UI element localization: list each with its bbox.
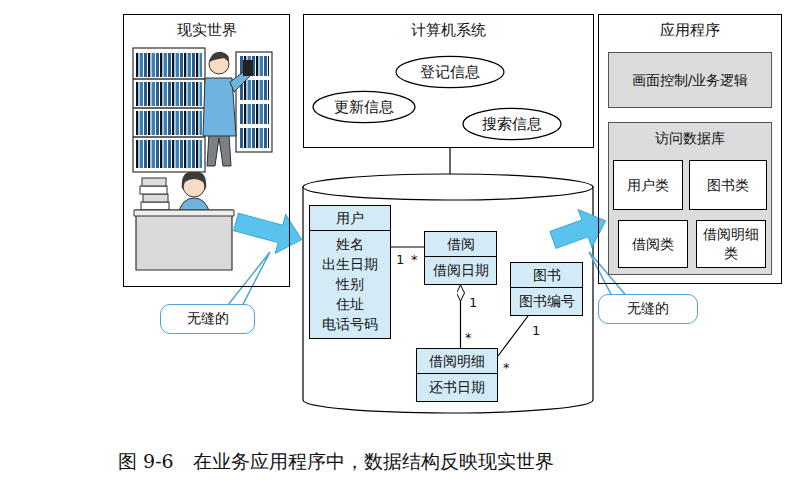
node-label: 无缝的 — [627, 300, 669, 318]
entity-attributes: 图书编号 — [511, 288, 582, 315]
class-box: 借阅类 — [618, 220, 688, 268]
desk — [134, 210, 234, 270]
entity-name: 借阅明细 — [419, 352, 495, 370]
flow-arrow — [231, 203, 307, 259]
librarian — [178, 172, 210, 214]
bookshelf-left — [133, 48, 205, 172]
person-standing — [203, 52, 253, 166]
callout-bubble: 无缝的 — [160, 304, 255, 334]
system-db-link — [449, 148, 450, 174]
book — [141, 202, 169, 210]
entity-header: 图书 — [511, 263, 582, 288]
region-panel: 现实世界 — [123, 14, 290, 287]
shelf-frame — [236, 52, 272, 152]
figure-caption: 图 9-6 在业务应用程序中，数据结构反映现实世界 — [118, 449, 554, 473]
book-row — [239, 128, 269, 148]
node-label: 用户类 — [627, 176, 669, 195]
shelf-board — [133, 107, 205, 109]
multiplicity-label: 1 — [468, 296, 478, 310]
shelf-board — [133, 78, 205, 80]
database-cylinder — [303, 174, 593, 413]
entity-header: 用户 — [310, 206, 390, 231]
cylinder-top — [303, 174, 593, 200]
book-row — [239, 56, 269, 76]
entity-name: 用户 — [312, 209, 388, 227]
function-ellipse: 更新信息 — [312, 90, 416, 124]
node-label: 无缝的 — [187, 310, 229, 328]
region-panel: 计算机系统登记信息更新信息搜索信息 — [303, 14, 594, 148]
class-box: 用户类 — [613, 160, 683, 210]
multiplicity-label: * — [410, 253, 419, 267]
multiplicity-label: * — [464, 331, 473, 345]
cylinder-body — [303, 187, 593, 413]
attribute-list: 图书编号 — [513, 291, 580, 311]
ellipse-shape — [313, 91, 415, 122]
entity-attributes: 还书日期 — [417, 374, 497, 401]
ellipse-shape — [463, 108, 561, 139]
layer-group: 访问数据库用户类 图书类借阅类 借阅明细类 — [608, 122, 772, 275]
book-row — [136, 82, 202, 106]
entity-box: 图书图书编号 — [510, 262, 583, 316]
hair — [182, 172, 207, 190]
node-label: 登记信息 — [420, 62, 480, 82]
attribute-list: 还书日期 — [419, 377, 495, 397]
entity-attributes: 借阅日期 — [425, 257, 496, 284]
entity-name: 图书 — [513, 266, 580, 284]
node-label: 借阅明细类 — [702, 225, 760, 263]
entity-name: 借阅 — [427, 235, 494, 253]
region-panel: 应用程序画面控制/业务逻辑访问数据库用户类 图书类借阅类 借阅明细类 — [598, 14, 782, 284]
node-label: 现实世界 — [124, 20, 289, 40]
book-row — [136, 111, 202, 135]
shirt — [203, 78, 236, 136]
desk-body — [136, 210, 232, 270]
hair — [209, 52, 229, 62]
book-in-hand — [243, 60, 253, 76]
class-box: 借阅明细类 — [696, 220, 766, 268]
function-ellipse: 登记信息 — [395, 55, 505, 89]
book-stack — [140, 178, 169, 210]
book — [143, 194, 168, 202]
shelf-board — [133, 136, 205, 138]
book-row — [136, 53, 202, 77]
ellipse-shape — [396, 56, 504, 87]
callout-tail — [224, 252, 270, 310]
node-label: 搜索信息 — [482, 114, 542, 134]
entity-box: 用户姓名 出生日期 性别 住址 电话号码 — [309, 205, 391, 339]
entity-attributes: 姓名 出生日期 性别 住址 电话号码 — [310, 231, 390, 338]
book — [140, 186, 167, 194]
node-label: 计算机系统 — [304, 20, 593, 40]
multiplicity-label: 1 — [531, 324, 541, 338]
trousers — [207, 134, 231, 166]
node-label: 应用程序 — [599, 20, 781, 40]
function-ellipse: 搜索信息 — [462, 107, 562, 141]
node-label: 图书类 — [707, 176, 749, 195]
multiplicity-label: * — [502, 361, 511, 375]
node-label: 画面控制/业务逻辑 — [632, 71, 749, 90]
entity-box: 借阅借阅日期 — [424, 231, 497, 285]
entity-box: 借阅明细还书日期 — [416, 348, 498, 402]
association-line — [391, 246, 424, 247]
bookshelf-right — [236, 52, 272, 152]
callout-bubble: 无缝的 — [598, 294, 698, 324]
node-label: 借阅类 — [632, 235, 674, 254]
node-label: 访问数据库 — [609, 129, 771, 148]
class-box: 图书类 — [689, 160, 767, 210]
book-row — [239, 104, 269, 124]
association-line — [460, 285, 461, 348]
attribute-list: 姓名 出生日期 性别 住址 电话号码 — [312, 234, 388, 334]
book-row — [136, 140, 202, 168]
desk-top — [134, 210, 234, 216]
book — [142, 178, 166, 186]
attribute-list: 借阅日期 — [427, 260, 494, 280]
flow-arrow — [546, 202, 612, 259]
association-line — [498, 316, 528, 356]
multiplicity-label: 1 — [395, 253, 405, 267]
layer-box: 画面控制/业务逻辑 — [608, 52, 772, 108]
node-label: 更新信息 — [334, 97, 394, 117]
entity-header: 借阅 — [425, 232, 496, 257]
entity-header: 借阅明细 — [417, 349, 497, 374]
shelf-frame — [133, 48, 205, 172]
